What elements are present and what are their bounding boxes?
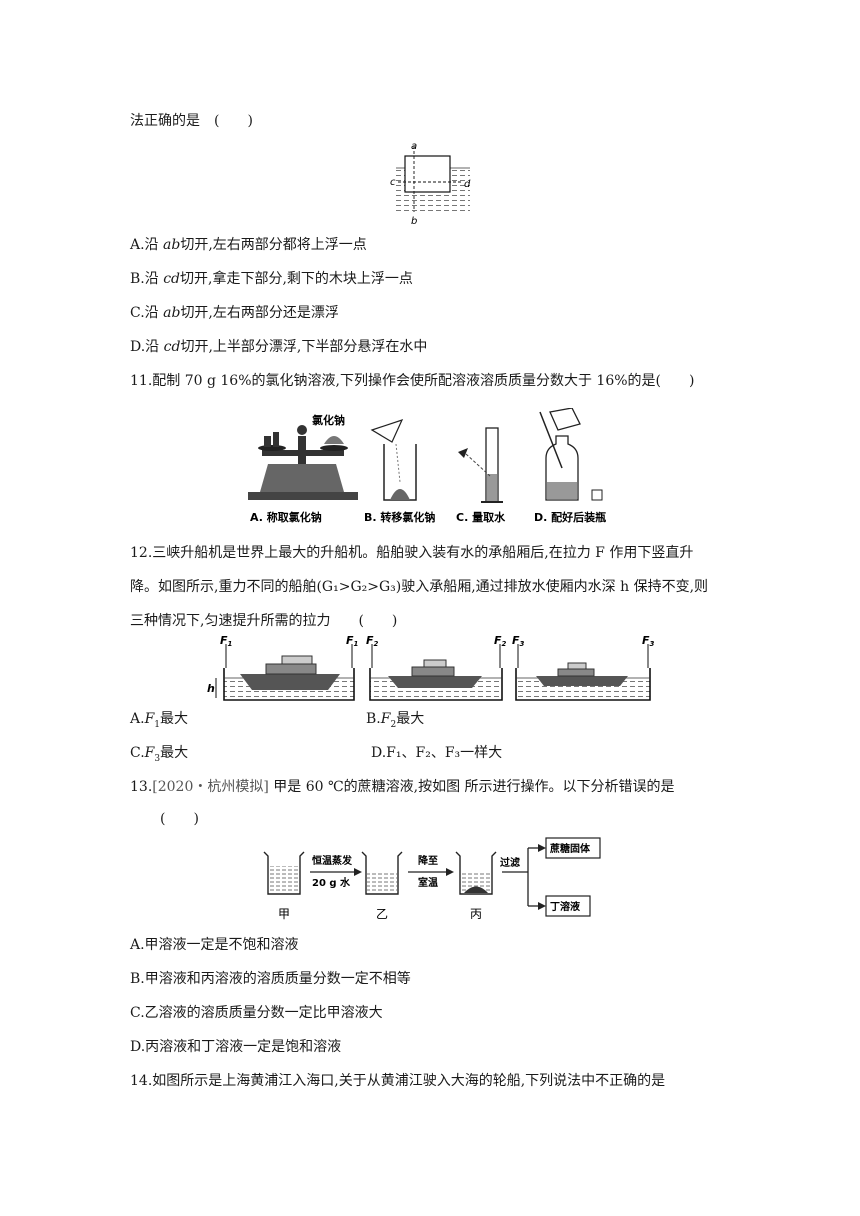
caption-a: A. 称取氯化钠 [250, 510, 322, 524]
q12-option-b: B.F2最大 [366, 711, 425, 730]
label-a: a [411, 141, 417, 152]
label-b: b [411, 216, 417, 227]
h-label: h [207, 682, 215, 695]
q13-option-a: A.甲溶液一定是不饱和溶液 [130, 937, 299, 953]
label-d: d [464, 179, 471, 190]
q13-source: [2020・杭州模拟] [152, 779, 269, 795]
q12-stem-line3: 三种情况下,匀速提升所需的拉力 ( ) [130, 613, 398, 629]
q10-option-d: D.沿 cd切开,上半部分漂浮,下半部分悬浮在水中 [130, 339, 428, 355]
f2-label-left: F [366, 634, 374, 647]
caption-c: C. 量取水 [456, 510, 506, 524]
svg-text:F2: F2 [366, 634, 379, 648]
q12-stem-line2: 降。如图所示,重力不同的船舶(G₁>G₂>G₃)驶入承船厢,通过排放水使厢内水深… [130, 579, 709, 595]
q10-option-b: B.沿 cd切开,拿走下部分,剩下的木块上浮一点 [130, 271, 413, 287]
f3-label-left: F [512, 634, 520, 647]
result-solid: 蔗糖固体 [549, 842, 591, 855]
beaker-icon [370, 418, 417, 501]
svg-text:F2: F2 [494, 634, 507, 648]
q12-option-d: D.F₁、F₂、F₃一样大 [371, 745, 503, 761]
beaker-jia-label: 甲 [278, 907, 290, 921]
q10-stem-tail: 法正确的是 ( ) [130, 113, 253, 129]
q10-option-a: A.沿 ab切开,左右两部分都将上浮一点 [130, 237, 367, 253]
beaker-bing-label: 丙 [470, 907, 482, 921]
svg-text:F1: F1 [346, 634, 359, 648]
step2-bottom: 室温 [418, 876, 438, 889]
q13-evaporation-figure: 甲 恒温蒸发 20 g 水 乙 降至 室温 丙 过滤 蔗糖固体 丁溶液 [263, 837, 601, 921]
f3-label-right: F [642, 634, 650, 647]
f1-label-right: F [346, 634, 354, 647]
balance-icon: 氯化钠 [248, 413, 358, 500]
svg-text:F3: F3 [512, 634, 525, 648]
q11-stem: 11.配制 70 g 16%的氯化钠溶液,下列操作会使所配溶液溶质质量分数大于 … [130, 373, 695, 389]
q13-option-c: C.乙溶液的溶质质量分数一定比甲溶液大 [130, 1005, 383, 1021]
q10-wood-block-figure: a c d b [390, 141, 471, 227]
result-solution: 丁溶液 [550, 900, 580, 913]
nacl-label: 氯化钠 [312, 413, 345, 427]
q11-operations-figure: 氯化钠 A. 称取氯化钠 B. 转移氯化钠 C. 量取水 D. 配好后装瓶 [248, 408, 606, 524]
f1-label-left: F [220, 634, 228, 647]
q13-option-b: B.甲溶液和丙溶液的溶质质量分数一定不相等 [130, 971, 411, 987]
f2-label-right: F [494, 634, 502, 647]
step1-bottom: 20 g 水 [312, 876, 351, 889]
caption-b: B. 转移氯化钠 [364, 510, 435, 524]
label-c: c [390, 177, 396, 188]
svg-text:F1: F1 [220, 634, 233, 648]
bottle-icon [539, 408, 603, 501]
cylinder-icon [458, 427, 503, 503]
q12-stem-line1: 12.三峡升船机是世界上最大的升船机。船舶驶入装有水的承船厢后,在拉力 F 作用… [130, 545, 694, 561]
q10-option-c: C.沿 ab切开,左右两部分还是漂浮 [130, 305, 339, 321]
q13-paren: ( ) [160, 811, 199, 827]
q12-ship-lift-figure: F1 F1 h F2 F2 F3 F3 [207, 634, 655, 701]
caption-d: D. 配好后装瓶 [534, 510, 606, 524]
step3-label: 过滤 [500, 856, 520, 869]
q12-option-a: A.F1最大 [130, 711, 189, 730]
svg-text:F3: F3 [642, 634, 655, 648]
q12-option-c: C.F3最大 [130, 745, 189, 764]
beaker-yi-label: 乙 [376, 907, 388, 921]
q13-option-d: D.丙溶液和丁溶液一定是饱和溶液 [130, 1039, 342, 1055]
q13-stem: 13.[2020・杭州模拟] 甲是 60 ℃的蔗糖溶液,按如图 所示进行操作。以… [130, 779, 675, 795]
q14-stem: 14.如图所示是上海黄浦江入海口,关于从黄浦江驶入大海的轮船,下列说法中不正确的… [130, 1073, 666, 1089]
step1-top: 恒温蒸发 [312, 854, 353, 867]
step2-top: 降至 [418, 854, 438, 867]
